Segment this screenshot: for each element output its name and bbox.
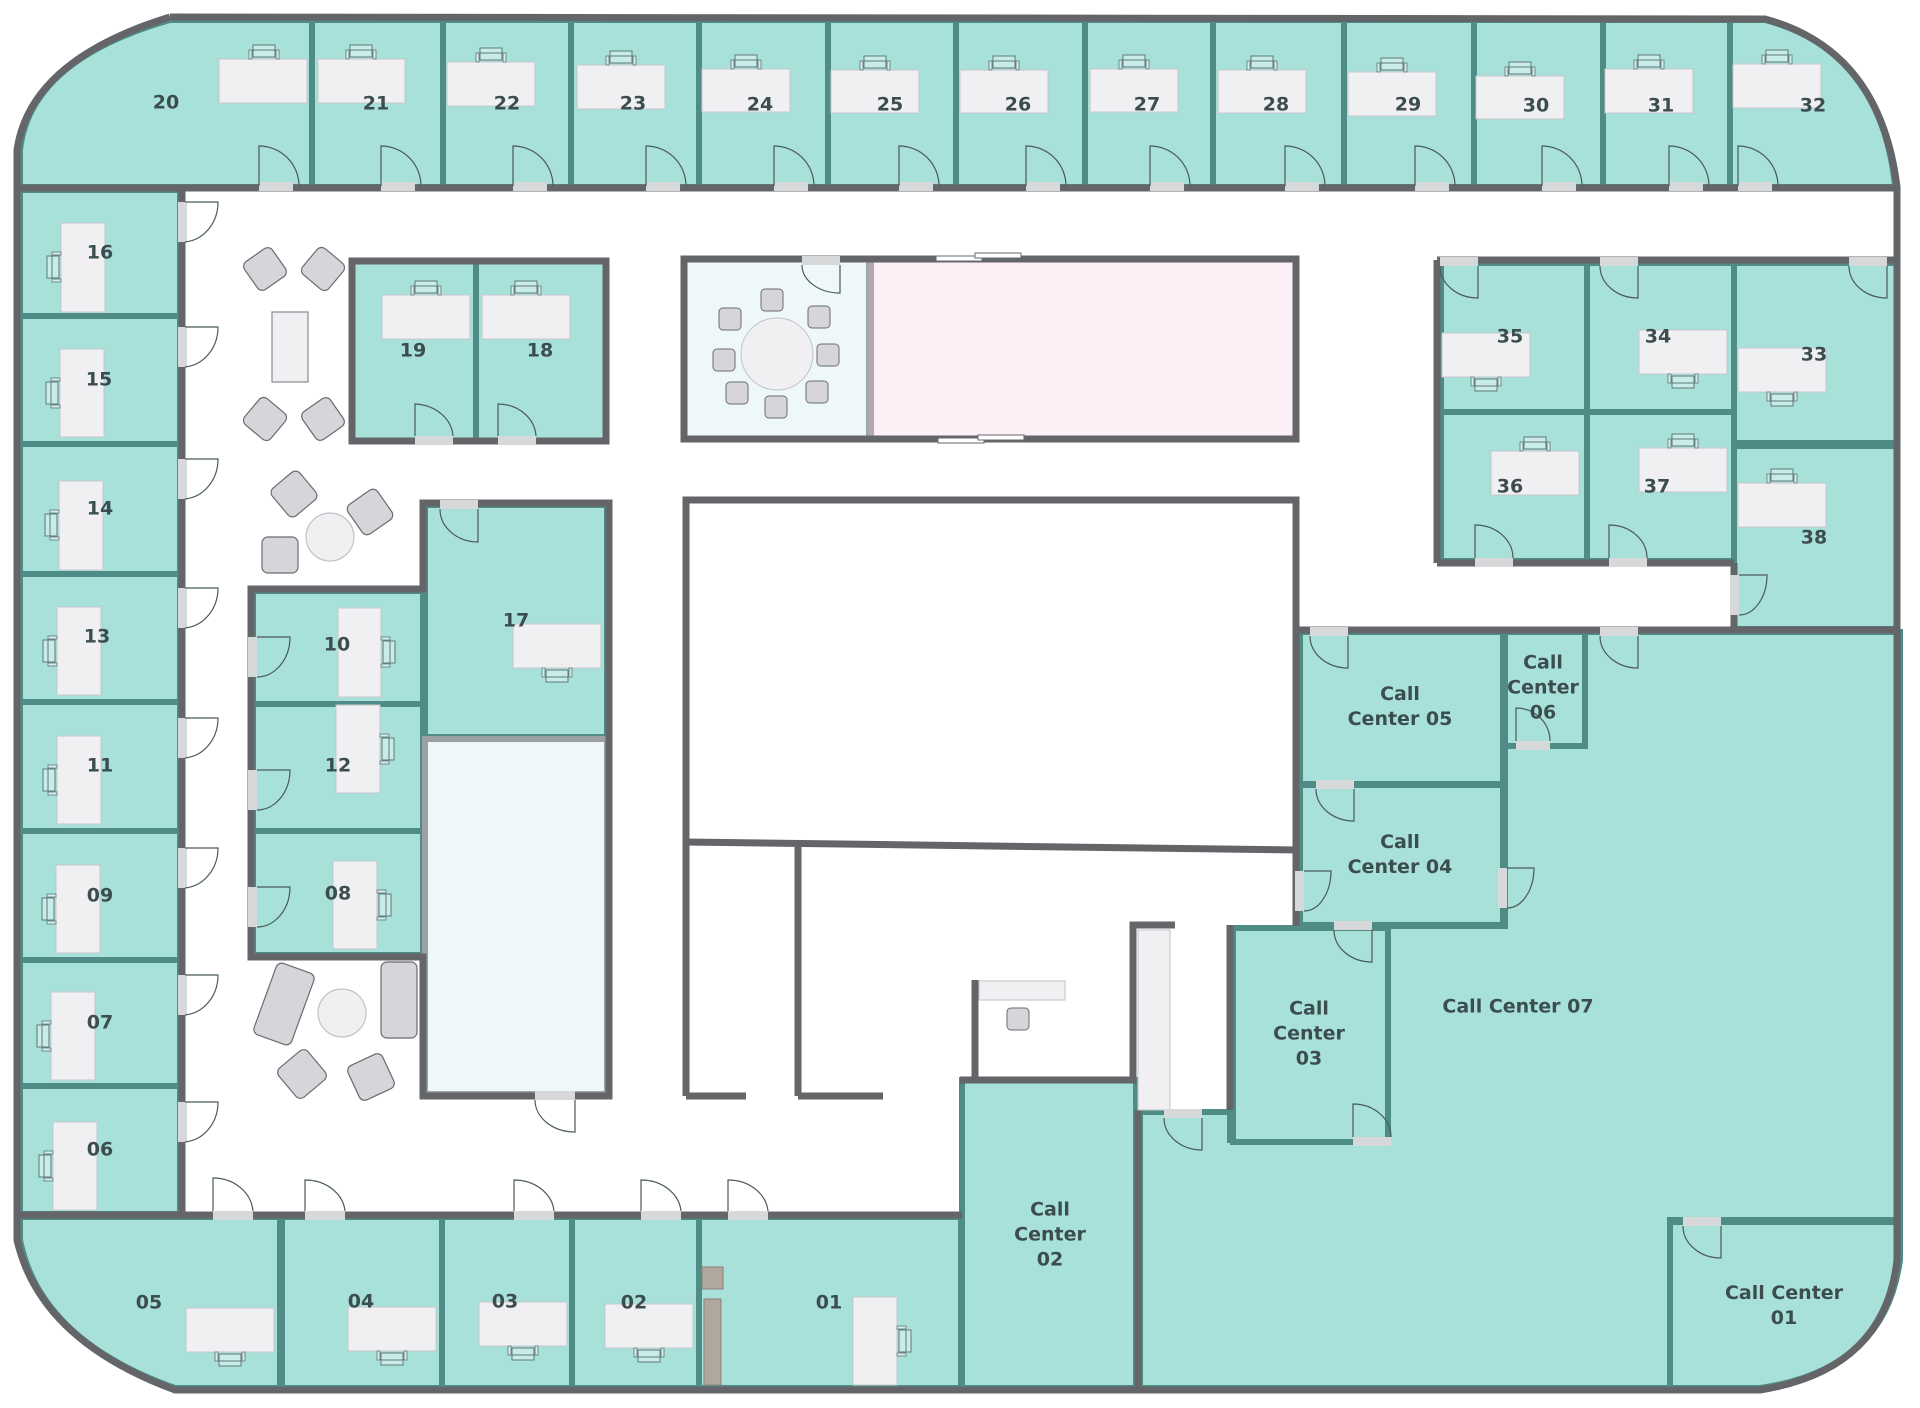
room-cc03: [1230, 925, 1391, 1145]
doors: [178, 145, 1888, 1259]
room-cc01: [1667, 1219, 1903, 1391]
meeting-table: [712, 288, 840, 419]
room-cc05: [1297, 629, 1506, 787]
storage-box: [701, 1266, 724, 1290]
storage-room-light-blue: [422, 736, 610, 1097]
desks: [50, 58, 1827, 1386]
left-column-offices: [17, 187, 183, 1217]
lounge-furniture: [242, 246, 418, 1101]
room-cc02: [959, 1077, 1139, 1391]
room-17: [422, 502, 610, 740]
bottom-row-offices: [279, 1214, 964, 1391]
reception-stool: [1006, 1007, 1030, 1031]
walls: [13, 13, 1901, 1394]
reception-desk: [978, 980, 1066, 1001]
pink-room: [868, 256, 1299, 442]
reception-counter: [1137, 929, 1171, 1111]
room-cc06: [1502, 629, 1588, 749]
storage-cabinet: [703, 1298, 722, 1386]
room-cc04: [1297, 782, 1506, 928]
